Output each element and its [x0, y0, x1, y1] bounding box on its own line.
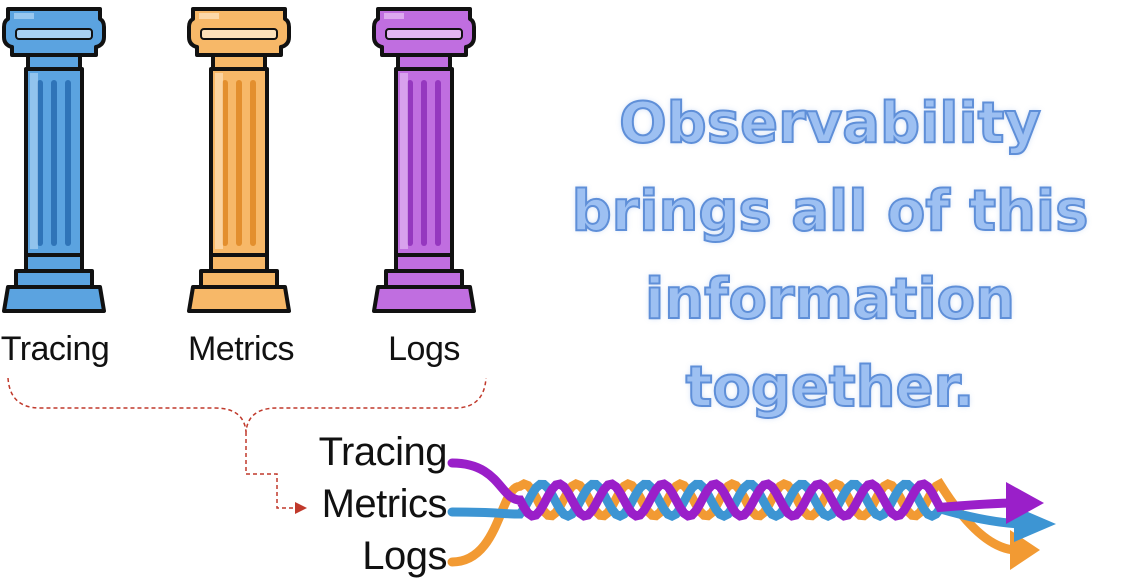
logs-pillar [370, 5, 478, 325]
tracing-stream [447, 458, 1015, 521]
metrics-pillar-label: Metrics [187, 330, 295, 368]
tracing-pillar-label: Tracing [0, 330, 110, 368]
logs-stream-label: Logs [362, 534, 447, 578]
grouping-bracket [7, 377, 487, 433]
headline-line-3: information [644, 266, 1016, 333]
metrics-stream-label: Metrics [321, 482, 448, 526]
logs-pillar-label: Logs [388, 330, 460, 368]
headline-line-2: brings all of this [571, 178, 1090, 245]
tracing-stream-label: Tracing [318, 430, 448, 474]
metrics-arrowhead [1014, 506, 1056, 542]
headline-line-1: Observability [618, 90, 1042, 157]
tracing-pillar [0, 5, 108, 325]
connector-arrow [245, 432, 307, 514]
headline: Observability brings all of this informa… [540, 80, 1120, 432]
tracing-arrowhead [1006, 482, 1044, 524]
metrics-pillar [185, 5, 293, 325]
headline-line-4: together. [685, 354, 976, 421]
